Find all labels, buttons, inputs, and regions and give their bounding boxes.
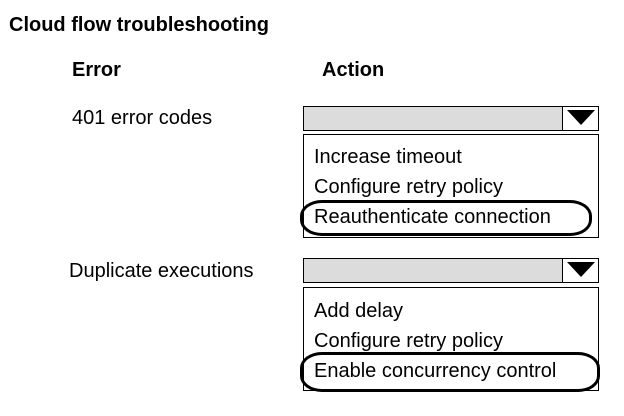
action-column-header: Action: [322, 59, 385, 81]
row-1-option-3[interactable]: Reauthenticate connection: [314, 206, 551, 228]
row-2-error-label: Duplicate executions: [69, 260, 254, 282]
row-2-option-list: Add delay Configure retry policy Enable …: [303, 287, 599, 391]
triangle-down-icon: [567, 110, 595, 125]
triangle-down-icon: [567, 262, 595, 277]
page-title: Cloud flow troubleshooting: [9, 14, 269, 36]
row-1-error-label: 401 error codes: [72, 107, 213, 129]
row-1-option-list: Increase timeout Configure retry policy …: [303, 134, 599, 238]
row-2-action-dropdown[interactable]: [303, 258, 599, 283]
error-column-header: Error: [72, 59, 121, 81]
row-2-option-2[interactable]: Configure retry policy: [314, 330, 503, 352]
row-1-dropdown-arrow[interactable]: [562, 107, 598, 130]
row-2-option-1[interactable]: Add delay: [314, 300, 403, 322]
row-2-dropdown-arrow[interactable]: [562, 259, 598, 282]
row-1-option-2[interactable]: Configure retry policy: [314, 176, 503, 198]
row-1-action-dropdown[interactable]: [303, 106, 599, 131]
row-1-option-1[interactable]: Increase timeout: [314, 146, 462, 168]
row-2-option-3[interactable]: Enable concurrency control: [314, 360, 557, 382]
